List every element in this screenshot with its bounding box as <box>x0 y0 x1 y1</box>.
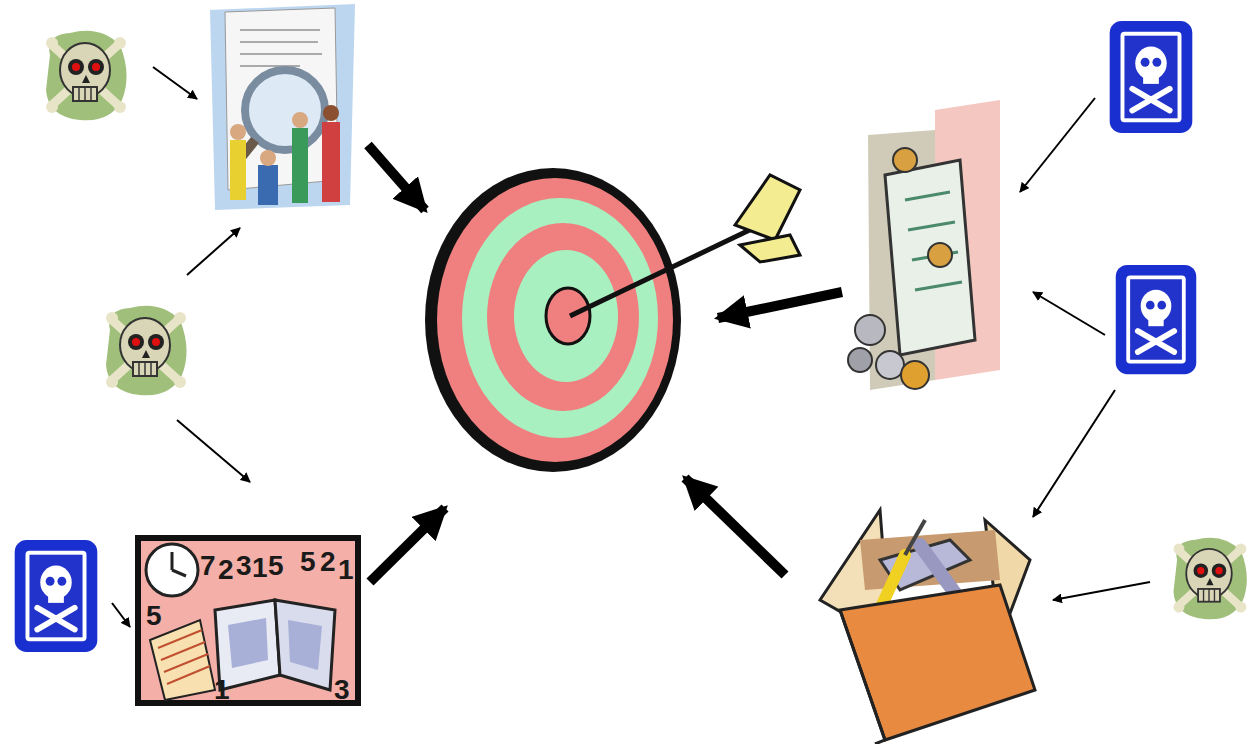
skull-icon <box>1173 538 1246 620</box>
calendar-number: 3 <box>334 676 350 704</box>
calendar-number: 3 <box>236 552 252 580</box>
calendar-number: 1 <box>214 676 230 704</box>
calendar-picture <box>138 538 358 703</box>
research-picture <box>210 4 355 210</box>
toolbox-picture <box>820 510 1035 744</box>
calendar-number: 1 <box>338 556 354 584</box>
calendar-number: 5 <box>146 602 162 630</box>
poison-icon <box>1116 265 1197 374</box>
calendar-number: 1 <box>252 554 268 582</box>
calendar-number: 7 <box>200 552 216 580</box>
flow-arrow <box>368 145 842 582</box>
calendar-number: 5 <box>268 552 284 580</box>
calendar-number: 5 <box>300 548 316 576</box>
calendar-number: 2 <box>320 548 336 576</box>
skull-icon <box>106 306 187 396</box>
money-picture <box>848 100 1000 390</box>
target <box>425 168 800 472</box>
poison-icon <box>1110 21 1193 133</box>
poison-icon <box>15 540 98 652</box>
skull-icon <box>46 31 127 121</box>
calendar-number: 2 <box>218 556 234 584</box>
threat-arrow <box>112 67 1150 627</box>
